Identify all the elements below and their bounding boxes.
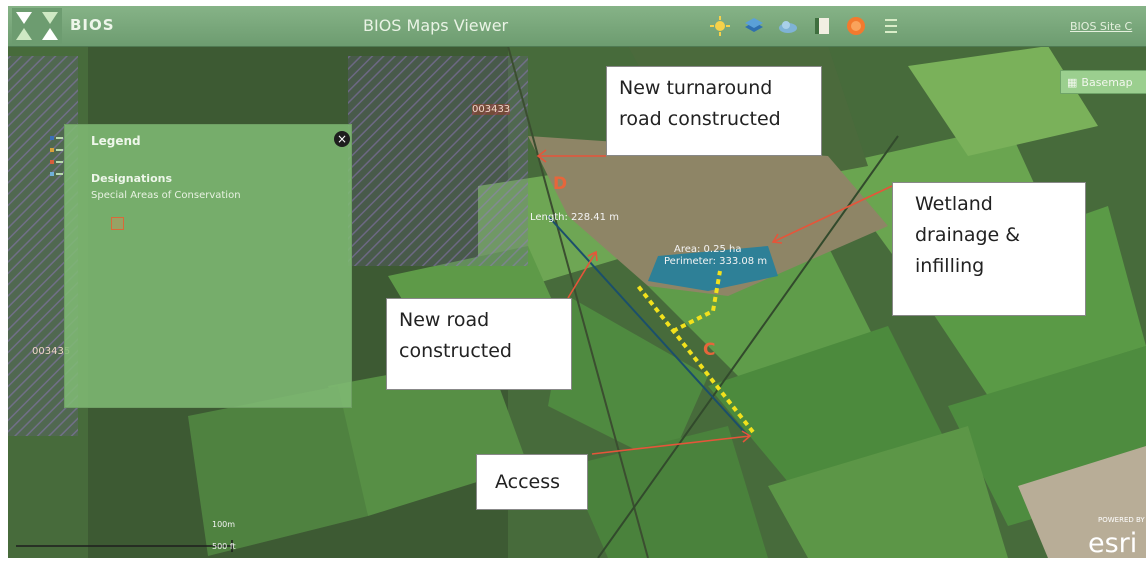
legend-swatch (111, 217, 124, 230)
basemap-label: Basemap (1081, 75, 1133, 89)
satellite-map[interactable] (8, 46, 1146, 558)
brand-name: BIOS (70, 16, 115, 34)
wetland-polygon[interactable] (648, 246, 778, 291)
scale-bar (16, 540, 233, 552)
list-icon[interactable] (878, 14, 902, 38)
legend-heading: Designations (91, 172, 173, 185)
dotted-route (636, 270, 755, 434)
map-viewer-window: 003433 003435 Length: 228.41 m Area: 0.2… (8, 6, 1146, 558)
legend-panel: Legend × Designations Special Areas of C… (64, 124, 352, 408)
callout-arrows (536, 149, 893, 455)
callout-line: infilling (915, 255, 985, 277)
close-icon[interactable]: × (334, 131, 350, 147)
scale-label-imperial: 500 ft (212, 542, 236, 551)
site-letter-d: D (553, 174, 568, 194)
length-measurement-label: Length: 228.41 m (530, 212, 619, 223)
viewer-title: BIOS Maps Viewer (363, 16, 509, 35)
area-measurement-label: Area: 0.25 ha (674, 244, 742, 255)
field-label: 003433 (472, 104, 511, 115)
perimeter-measurement-label: Perimeter: 333.08 m (664, 256, 768, 267)
callout-new-road: New road constructed (386, 298, 572, 390)
legend-item-label: Special Areas of Conservation (91, 190, 241, 201)
bios-logo-icon (12, 8, 62, 44)
callout-line: road constructed (619, 108, 781, 130)
callout-line: constructed (399, 340, 512, 362)
callout-line: Access (495, 471, 561, 493)
basemap-grid-icon: ▦ (1067, 75, 1078, 89)
callout-line: Wetland (915, 193, 993, 215)
orange-circle-icon[interactable] (844, 14, 868, 38)
esri-logo[interactable]: esri (1088, 528, 1138, 558)
field-label: 003435 (32, 346, 71, 357)
callout-line: drainage & (915, 224, 1021, 246)
toolbar-icons (708, 12, 902, 40)
measured-road-line (547, 215, 749, 437)
designation-hatch (348, 56, 528, 266)
book-icon[interactable] (810, 14, 834, 38)
legend-tab-icon[interactable] (48, 132, 64, 184)
callout-wetland: Wetland drainage & infilling (892, 182, 1086, 316)
callout-turnaround-road: New turnaround road constructed (606, 66, 822, 156)
site-link[interactable]: BIOS Site C (1070, 20, 1133, 33)
viewer-toolbar: BIOS BIOS Maps Viewer BIOS Site C (8, 6, 1146, 47)
powered-by-label: POWERED BY (1098, 516, 1145, 524)
callout-line: New turnaround (619, 77, 773, 99)
cleared-area (528, 136, 888, 296)
legend-title: Legend (91, 134, 141, 148)
scale-label-metric: 100m (212, 520, 236, 529)
callout-access: Access (476, 454, 588, 510)
callout-line: New road (399, 309, 490, 331)
hedge-line (507, 46, 649, 558)
site-letter-c: C (703, 340, 716, 360)
layers-icon[interactable] (742, 14, 766, 38)
cloud-icon[interactable] (776, 14, 800, 38)
basemap-button[interactable]: ▦ Basemap (1060, 70, 1146, 94)
sun-icon[interactable] (708, 14, 732, 38)
